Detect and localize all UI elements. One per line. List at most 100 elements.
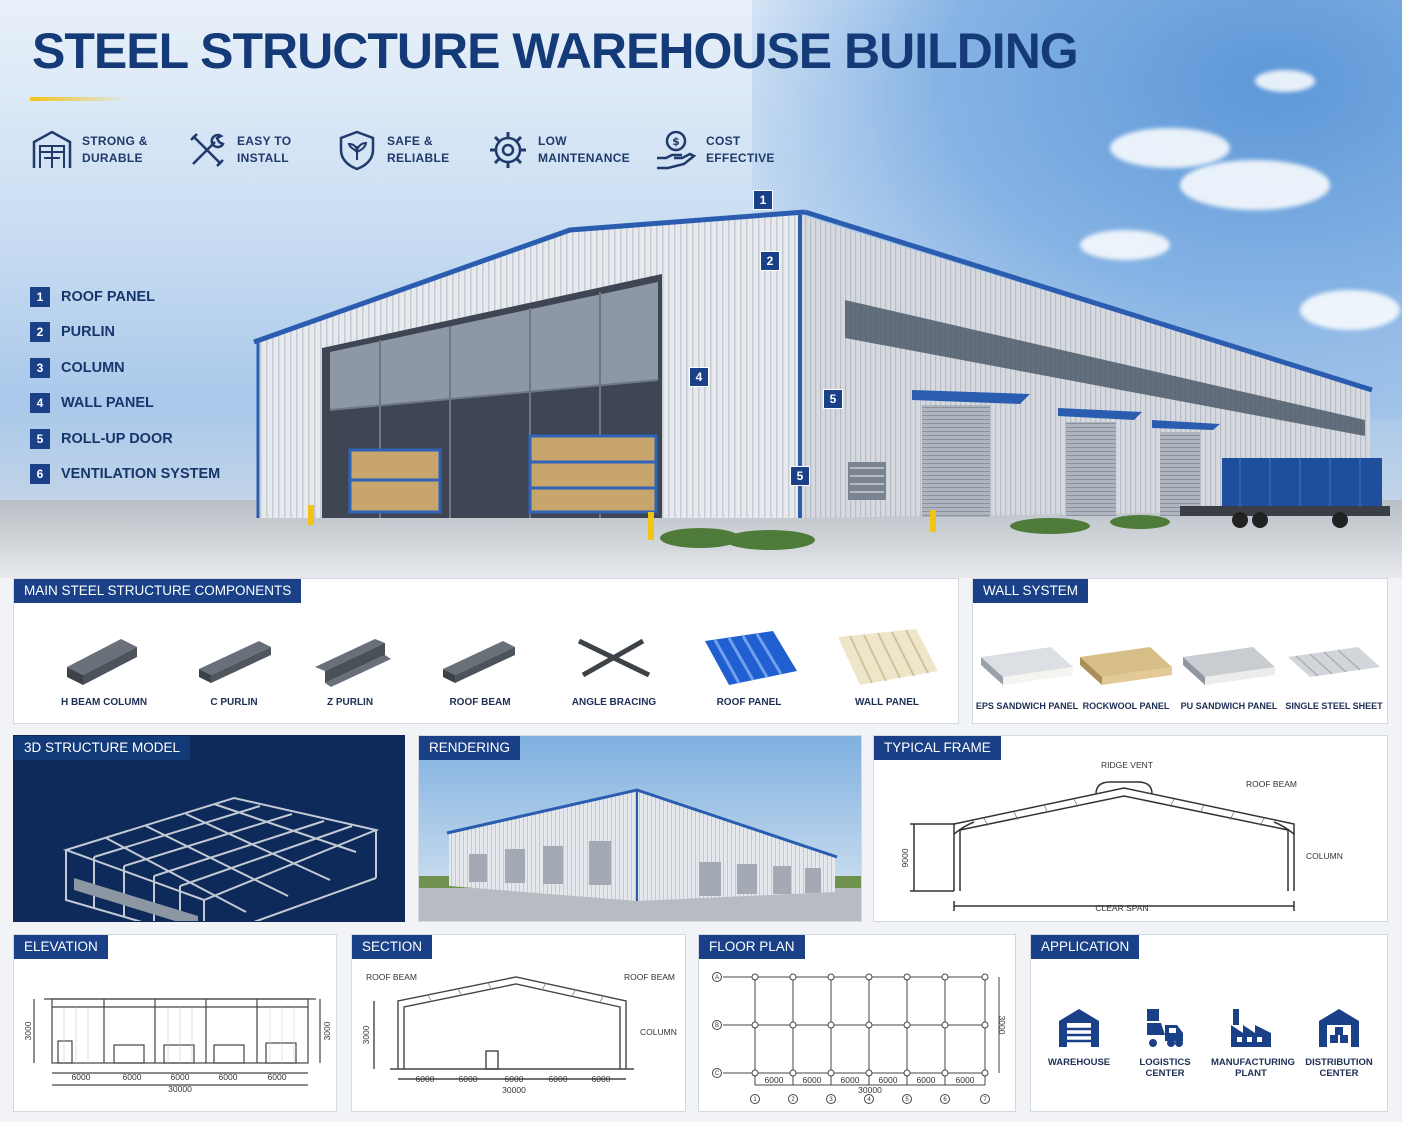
dim-label: 6000 bbox=[171, 1072, 190, 1082]
rockwool-panel-icon bbox=[1080, 647, 1172, 685]
grid-row-label: B bbox=[715, 1023, 719, 1029]
height-dimension: 9000 bbox=[900, 848, 910, 867]
marker-ventilation: 5 bbox=[790, 466, 810, 486]
total-dim-label: 30000 bbox=[502, 1085, 526, 1095]
dim-label: 6000 bbox=[459, 1074, 478, 1084]
wall-rockwool: ROCKWOOL PANEL bbox=[1074, 643, 1178, 711]
legend-item: 6 VENTILATION SYSTEM bbox=[30, 464, 220, 484]
component-wall-panel: WALL PANEL bbox=[827, 627, 947, 708]
cloud bbox=[1110, 128, 1230, 168]
z-purlin-icon bbox=[315, 639, 391, 687]
hero-section: STEEL STRUCTURE WAREHOUSE BUILDING STRON… bbox=[0, 0, 1402, 578]
grid-row-label: A bbox=[715, 975, 719, 981]
dim-label: 6000 bbox=[917, 1075, 936, 1085]
typical-frame-panel: TYPICAL FRAME RIDGE VENT ROOF BEAM COLUM… bbox=[873, 735, 1388, 922]
grid-col-label: 1 bbox=[753, 1097, 757, 1103]
dim-label: 6000 bbox=[765, 1075, 784, 1085]
grid-col-label: 5 bbox=[905, 1097, 909, 1103]
wall-eps: EPS SANDWICH PANEL bbox=[975, 643, 1079, 711]
eps-panel-icon bbox=[981, 647, 1073, 685]
structure-model-panel: 3D STRUCTURE MODEL bbox=[13, 735, 405, 922]
floor-plan-panel: FLOOR PLAN A B C 1 2 3 4 5 6 bbox=[698, 934, 1016, 1112]
grid-row-label: C bbox=[715, 1071, 720, 1077]
wall-panel-icon bbox=[838, 629, 938, 685]
section-panel: SECTION ROOF BEAM ROOF BEAM COLUMN 3000 … bbox=[351, 934, 686, 1112]
panel-title: SECTION bbox=[352, 935, 433, 959]
wall-single-sheet: SINGLE STEEL SHEET bbox=[1282, 643, 1386, 711]
component-angle-bracing: ANGLE BRACING bbox=[554, 627, 674, 708]
dim-label: 6000 bbox=[505, 1074, 524, 1084]
component-roof-panel: ROOF PANEL bbox=[689, 627, 809, 708]
warehouse-icon bbox=[1059, 1009, 1099, 1047]
number-badge: 6 bbox=[30, 464, 50, 484]
panel-title: WALL SYSTEM bbox=[973, 579, 1089, 603]
cloud bbox=[1300, 290, 1400, 330]
clear-span-label: CLEAR SPAN bbox=[1095, 903, 1148, 913]
panel-title: TYPICAL FRAME bbox=[874, 736, 1001, 760]
floor-plan-drawing: A B C 1 2 3 4 5 6 7 6000 6000 6000 6000 … bbox=[712, 972, 1007, 1104]
dim-label: 6000 bbox=[268, 1072, 287, 1082]
panel-title: FLOOR PLAN bbox=[699, 935, 805, 959]
page-title: STEEL STRUCTURE WAREHOUSE BUILDING bbox=[32, 23, 1079, 79]
gear-icon bbox=[490, 132, 526, 168]
grid-col-label: 7 bbox=[983, 1097, 987, 1103]
pu-panel-icon bbox=[1183, 647, 1275, 685]
legend-item: 2 PURLIN bbox=[30, 322, 115, 342]
component-roof-beam: ROOF BEAM bbox=[420, 627, 540, 708]
steel-frame-model bbox=[62, 796, 380, 921]
roof-panel-icon bbox=[705, 631, 797, 685]
cloud bbox=[1080, 230, 1170, 260]
factory-icon bbox=[1231, 1009, 1271, 1047]
number-badge: 5 bbox=[30, 429, 50, 449]
dim-label: 6000 bbox=[592, 1074, 611, 1084]
cloud bbox=[1255, 70, 1315, 92]
legend-item: 4 WALL PANEL bbox=[30, 393, 154, 413]
angle-bracing-icon bbox=[577, 638, 651, 678]
dim-label: 6000 bbox=[803, 1075, 822, 1085]
building-icon bbox=[32, 130, 72, 168]
legend-item: 3 COLUMN bbox=[30, 358, 125, 378]
total-dim-label: 30000 bbox=[858, 1085, 882, 1095]
components-panel: MAIN STEEL STRUCTURE COMPONENTS H BEAM C… bbox=[13, 578, 959, 724]
shield-icon bbox=[339, 130, 375, 171]
marker-roof-panel: 1 bbox=[753, 190, 773, 210]
total-dim-label: 30000 bbox=[168, 1084, 192, 1094]
dim-label: 6000 bbox=[416, 1074, 435, 1084]
panel-title: MAIN STEEL STRUCTURE COMPONENTS bbox=[14, 579, 302, 603]
steel-sheet-icon bbox=[1288, 647, 1380, 677]
grid-col-label: 3 bbox=[829, 1097, 833, 1103]
roof-beam-label: ROOF BEAM bbox=[366, 972, 417, 982]
elevation-panel: ELEVATION 6000 6000 6000 6000 6000 30000… bbox=[13, 934, 337, 1112]
tools-icon bbox=[190, 133, 225, 167]
height-dimension: 3000 bbox=[322, 1021, 332, 1040]
marker-wall-panel: 4 bbox=[689, 367, 709, 387]
wall-pu: PU SANDWICH PANEL bbox=[1177, 643, 1281, 711]
svg-text:$: $ bbox=[672, 135, 680, 148]
forklift-truck-icon bbox=[1147, 1009, 1183, 1047]
elevation-drawing: 6000 6000 6000 6000 6000 30000 3000 3000 bbox=[23, 998, 332, 1094]
feature-safe: SAFE &RELIABLE bbox=[335, 128, 487, 172]
application-warehouse: WAREHOUSE bbox=[1039, 1005, 1119, 1068]
height-dimension: 3000 bbox=[997, 1016, 1007, 1035]
wall-system-panel: WALL SYSTEM EPS SANDWICH PANEL ROCKWOOL … bbox=[972, 578, 1388, 724]
title-underline bbox=[30, 97, 128, 101]
rendering-panel: RENDERING bbox=[418, 735, 862, 922]
warehouse-rendering bbox=[419, 736, 861, 921]
number-badge: 4 bbox=[30, 393, 50, 413]
component-h-beam: H BEAM COLUMN bbox=[44, 627, 164, 708]
legend-item: 5 ROLL-UP DOOR bbox=[30, 429, 173, 449]
height-dimension: 3000 bbox=[23, 1021, 33, 1040]
roof-beam-label: ROOF BEAM bbox=[624, 972, 675, 982]
legend-item: 1 ROOF PANEL bbox=[30, 287, 155, 307]
dim-label: 6000 bbox=[841, 1075, 860, 1085]
dim-label: 6000 bbox=[72, 1072, 91, 1082]
marker-roll-up-door: 5 bbox=[823, 389, 843, 409]
roof-beam-label: ROOF BEAM bbox=[1246, 779, 1297, 789]
column-label: COLUMN bbox=[1306, 851, 1343, 861]
c-purlin-icon bbox=[199, 641, 271, 683]
